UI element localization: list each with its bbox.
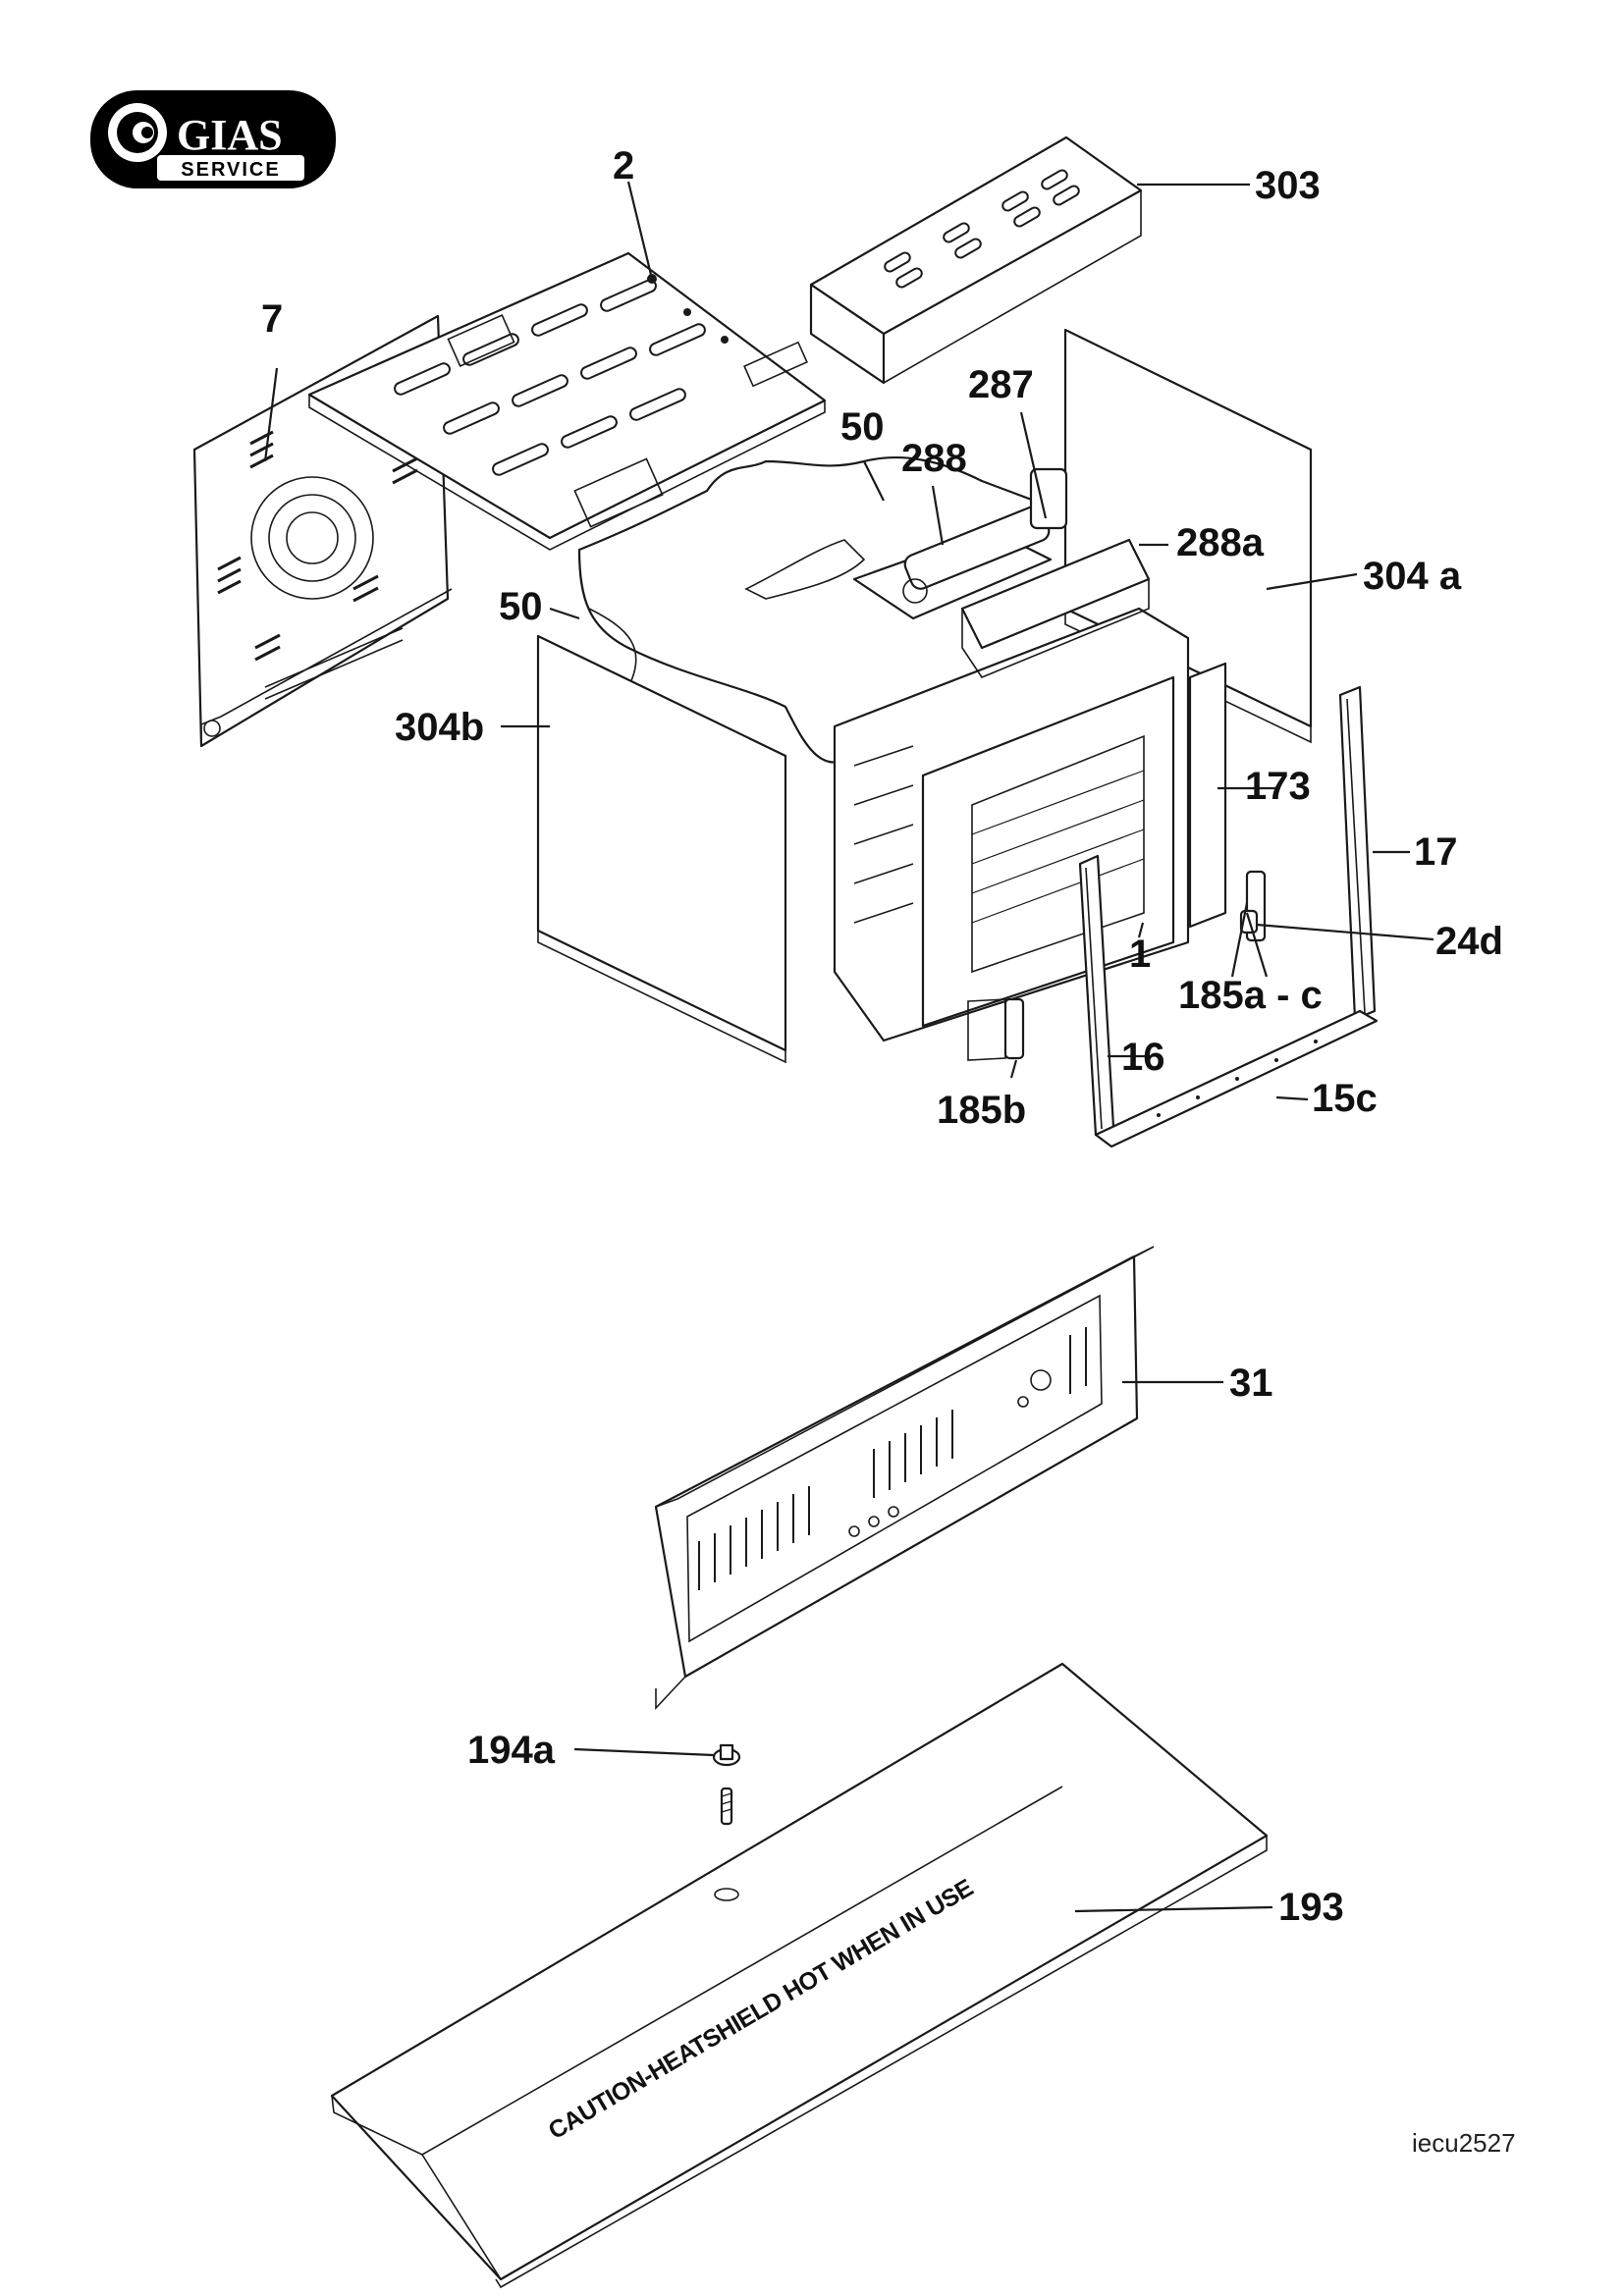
logo-subtitle: SERVICE — [181, 159, 280, 181]
callout-24d: 24d — [1435, 920, 1503, 963]
callout-185b: 185b — [937, 1089, 1026, 1132]
duct-part-288a — [960, 538, 1151, 678]
front-panel-part-31 — [654, 1246, 1155, 1711]
gias-service-logo: GIAS SERVICE — [90, 90, 336, 188]
front-frame-part-173 — [1188, 662, 1227, 929]
top-panel-part-2 — [307, 251, 827, 551]
leader-lines — [263, 181, 1434, 1913]
callout-labels: 2 303 7 287 50 288 288a 304 a 50 304b 17… — [261, 144, 1503, 1929]
logo-brand: GIAS — [177, 111, 283, 159]
callout-1: 1 — [1129, 933, 1151, 976]
tangential-fan-part-287 — [902, 467, 1068, 604]
callout-17: 17 — [1414, 830, 1458, 874]
callout-304b: 304b — [395, 706, 484, 749]
callout-50-left: 50 — [499, 585, 543, 628]
callout-194a: 194a — [467, 1729, 556, 1772]
callout-50-top: 50 — [840, 405, 885, 449]
drawing-reference: iecu2527 — [1412, 2128, 1516, 2158]
top-cover-part-303 — [809, 135, 1143, 385]
bottom-gasket-part-15c — [1094, 1009, 1379, 1148]
fixing-screw-part-194a — [712, 1743, 741, 1826]
callout-287: 287 — [968, 363, 1034, 406]
callout-193: 193 — [1278, 1886, 1344, 1929]
callout-15c: 15c — [1312, 1077, 1378, 1120]
callout-2: 2 — [613, 144, 634, 187]
callout-303: 303 — [1255, 164, 1321, 207]
callout-304a: 304 a — [1363, 555, 1462, 598]
callout-7: 7 — [261, 297, 283, 341]
oven-cavity-part-1 — [833, 607, 1190, 1042]
callout-173: 173 — [1245, 765, 1311, 808]
callout-185a-c: 185a - c — [1178, 974, 1323, 1017]
hinge-bracket-part-185b — [967, 997, 1025, 1061]
left-side-panel-part-304b — [536, 634, 787, 1064]
callout-288: 288 — [901, 437, 967, 480]
callout-31: 31 — [1229, 1362, 1273, 1405]
door-seal-part-17 — [1338, 685, 1377, 1021]
callout-16: 16 — [1121, 1036, 1165, 1079]
callout-288a: 288a — [1176, 521, 1265, 564]
